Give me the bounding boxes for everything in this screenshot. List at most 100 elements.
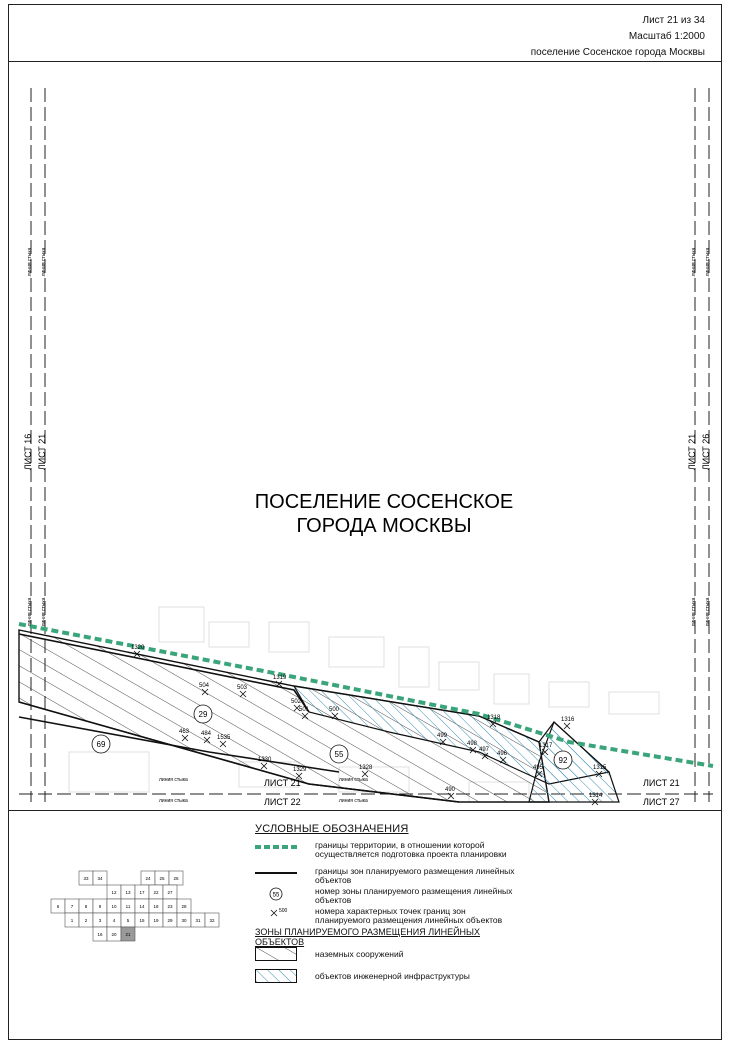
point-mark — [239, 690, 247, 698]
sheet-label-bottom-left-bottom: ЛИСТ 22 — [264, 797, 301, 807]
point-number: 1535 — [217, 735, 231, 741]
point-number: 1316 — [561, 717, 575, 723]
sheet-label-bottom-right-top: ЛИСТ 21 — [643, 778, 680, 788]
settlement-name: поселение Сосенское города Москвы — [530, 47, 705, 58]
point-mark — [331, 712, 339, 720]
key-map-cell-label: 32 — [209, 918, 215, 923]
point-number: 499 — [437, 733, 448, 739]
point-number: 500 — [329, 707, 340, 713]
key-map-cell-label: 6 — [57, 904, 60, 909]
sheet-label-left-outer: ЛИСТ 16 — [23, 434, 33, 471]
svg-text:55: 55 — [273, 893, 280, 899]
point-mark — [439, 738, 447, 746]
sheet-header: Лист 21 из 34 Масштаб 1:2000 поселение С… — [531, 13, 705, 61]
zone-engineering-infrastructure-2 — [528, 720, 620, 803]
point-number: 1314 — [589, 793, 603, 799]
key-map-cell-label: 7 — [71, 904, 74, 909]
key-map-cell-label: 4 — [113, 918, 116, 923]
point-mark — [201, 688, 209, 696]
key-map-cell-label: 25 — [159, 876, 165, 881]
key-map-cell-label: 14 — [139, 904, 145, 909]
point-mark — [591, 798, 599, 806]
point-mark — [181, 734, 189, 742]
legend-title: УСЛОВНЫЕ ОБОЗНАЧЕНИЯ — [255, 823, 409, 835]
point-number: 497 — [479, 747, 490, 753]
point-mark — [301, 712, 309, 720]
junction-label: линия стыка — [705, 247, 711, 276]
key-map-cell-label: 28 — [181, 904, 187, 909]
zone-number: 55 — [335, 750, 344, 759]
key-map-cell — [120, 926, 136, 942]
point-mark — [293, 704, 301, 712]
key-map-cell-label: 30 — [181, 918, 187, 923]
key-map-cell-label: 21 — [125, 932, 131, 937]
point-number: 496 — [497, 751, 508, 757]
junction-label: линия стыка — [691, 247, 697, 276]
junction-label: линия стыка — [159, 777, 188, 783]
legend-zones-heading: ЗОНЫ ПЛАНИРУЕМОГО РАЗМЕЩЕНИЯ ЛИНЕЙНЫХ ОБ… — [255, 927, 481, 947]
key-map-cell-label: 23 — [167, 904, 173, 909]
key-map-cell-label: 8 — [85, 904, 88, 909]
point-number: 502 — [291, 699, 302, 705]
key-map-cell-label: 10 — [111, 904, 117, 909]
sheet-label-bottom-right-bottom: ЛИСТ 27 — [643, 797, 680, 807]
key-map-cell-label: 27 — [167, 890, 173, 895]
key-map-cell-label: 11 — [126, 904, 131, 909]
map-title-line2: ГОРОДА МОСКВЫ — [296, 515, 471, 537]
point-mark — [595, 770, 603, 778]
point-number: 495 — [533, 765, 544, 771]
point-number: 498 — [467, 741, 478, 747]
key-map-cell-label: 15 — [139, 918, 145, 923]
map-title-line1: ПОСЕЛЕНИЕ СОСЕНСКОЕ — [255, 491, 513, 513]
junction-label: линия стыка — [41, 597, 47, 626]
map-area: ПОСЕЛЕНИЕ СОСЕНСКОЕ ГОРОДА МОСКВЫ ЛИСТ 1… — [9, 61, 721, 811]
point-number: 484 — [201, 731, 212, 737]
key-map-cell-label: 1 — [71, 918, 74, 923]
zone-boundary-lines — [18, 633, 460, 803]
key-map-cell — [92, 870, 108, 886]
junction-label: линия стыка — [159, 798, 188, 804]
point-mark — [260, 762, 268, 770]
key-map-cell-label: 3 — [99, 918, 102, 923]
point-mark — [489, 720, 497, 728]
key-map-cell-label: 29 — [167, 918, 173, 923]
map-canvas: ПОСЕЛЕНИЕ СОСЕНСКОЕ ГОРОДА МОСКВЫ ЛИСТ 1… — [18, 88, 714, 807]
zone-circle — [553, 750, 573, 770]
key-map-cell-label: 2 — [85, 918, 88, 923]
point-number: 490 — [445, 787, 456, 793]
junction-label: линия стыка — [27, 247, 33, 276]
zone-circle — [329, 744, 349, 764]
sheet-label-left-inner: ЛИСТ 21 — [37, 434, 47, 471]
zone-number: 29 — [199, 710, 208, 719]
key-map-cell-label: 5 — [127, 918, 130, 923]
junction-label: линия стыка — [339, 798, 368, 804]
junction-label: линия стыка — [41, 247, 47, 276]
junction-label: линия стыка — [705, 597, 711, 626]
point-number: 504 — [199, 683, 210, 689]
point-mark — [541, 748, 549, 756]
key-map-cell-label: 20 — [111, 932, 117, 937]
point-number: 1328 — [359, 765, 373, 771]
zone-circle — [91, 734, 111, 754]
map-sheet: Лист 21 из 34 Масштаб 1:2000 поселение С… — [8, 4, 722, 1040]
junction-label: линия стыка — [27, 597, 33, 626]
point-mark — [295, 772, 303, 780]
point-number: 501 — [299, 707, 310, 713]
sheet-label-bottom-left-top: ЛИСТ 21 — [264, 778, 301, 788]
junction-label: линия стыка — [691, 597, 697, 626]
point-mark — [447, 792, 455, 800]
svg-text:500: 500 — [279, 908, 288, 914]
point-number: 1320 — [131, 645, 145, 651]
point-mark — [481, 752, 489, 760]
key-map-cell-label: 13 — [125, 890, 131, 895]
point-number: 1317 — [539, 743, 553, 749]
point-mark — [275, 680, 283, 688]
key-map-cell-label: 18 — [153, 904, 159, 909]
key-map-cell-label: 34 — [97, 876, 103, 881]
junction-label: линия стыка — [339, 777, 368, 783]
key-map-cell-label: 26 — [173, 876, 179, 881]
point-mark — [203, 736, 211, 744]
